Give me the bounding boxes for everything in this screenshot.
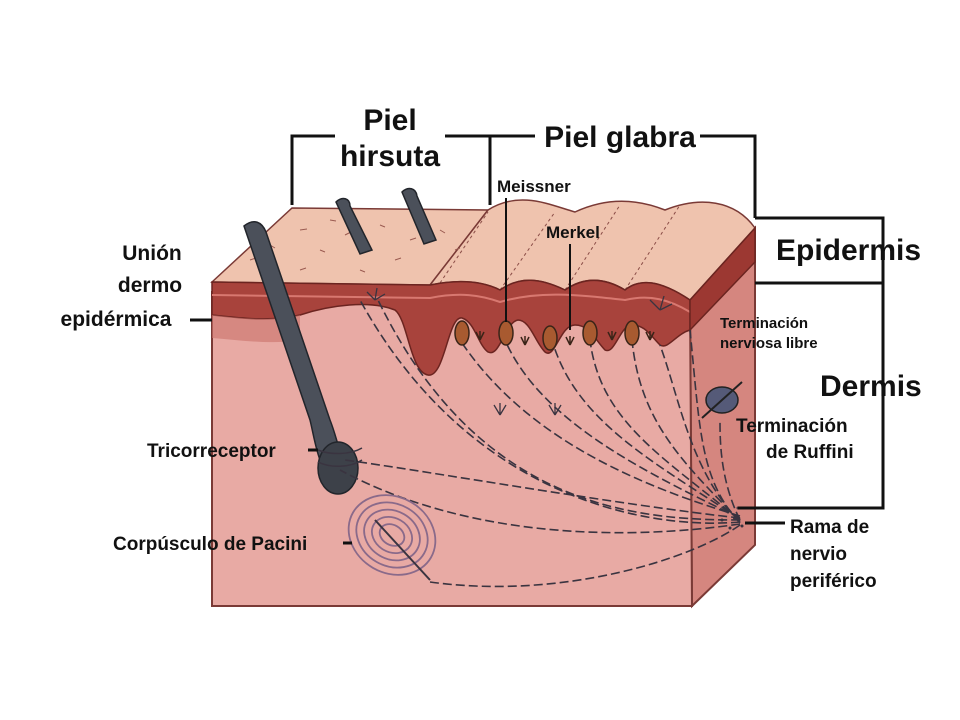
meissner-corpuscle-2 (498, 320, 514, 346)
merkel-cells (475, 331, 655, 346)
label-meissner: Meissner (497, 177, 571, 196)
label-rama-line3: periférico (790, 571, 877, 592)
label-rama-line2: nervio (790, 544, 847, 565)
hair-bulb (317, 441, 359, 495)
meissner-corpuscle-1 (454, 320, 470, 346)
brackets (190, 134, 885, 545)
bracket-dermis (738, 283, 885, 510)
ridge-line-2 (564, 204, 621, 291)
label-epidermis: Epidermis (776, 234, 921, 267)
hair-follicle-receptor (317, 447, 363, 467)
label-pacini: Corpúsculo de Pacini (113, 534, 307, 555)
label-terminacion-libre-line2: nerviosa libre (720, 335, 818, 352)
label-merkel: Merkel (546, 223, 600, 242)
label-terminacion-libre-line1: Terminación (720, 315, 808, 332)
epidermis-side-band (689, 226, 756, 332)
skin-block (210, 199, 756, 609)
pacinian-corpuscle (347, 494, 437, 581)
label-rama-line1: Rama de (790, 517, 869, 538)
epidermis-strata-line (211, 293, 691, 313)
label-piel-hirsuta-line2: hirsuta (340, 140, 440, 173)
ridge-line-4 (439, 211, 489, 284)
label-union-line2: dermo (118, 274, 182, 297)
label-piel-hirsuta-line1: Piel (363, 104, 416, 137)
label-terminacion-ruffini-line2: de Ruffini (766, 442, 854, 463)
label-tricorreceptor: Tricorreceptor (147, 441, 276, 462)
label-piel-glabra: Piel glabra (544, 121, 696, 154)
ridge-line-3 (624, 204, 681, 291)
hair-short-2 (401, 187, 438, 245)
label-terminacion-ruffini-line1: Terminación (736, 416, 848, 437)
hairy-surface-texture (249, 219, 461, 279)
hairs (243, 187, 438, 495)
hair-short-1 (335, 197, 374, 255)
meissner-corpuscles (454, 320, 640, 351)
bracket-epidermis (755, 216, 885, 285)
labels: Piel hirsuta Piel glabra Meissner Merkel… (61, 104, 922, 592)
nerve-fibers (339, 299, 741, 588)
ruffini-ending (701, 381, 743, 419)
label-dermis: Dermis (820, 370, 922, 403)
free-nerve-endings (366, 287, 673, 416)
nerve-bundle (720, 506, 744, 530)
label-union-line3: epidérmica (61, 308, 172, 331)
meissner-corpuscle-3 (542, 325, 558, 351)
label-union-line1: Unión (122, 242, 181, 265)
meissner-corpuscle-5 (624, 320, 640, 346)
meissner-corpuscle-4 (582, 320, 598, 346)
ridge-line-1 (499, 211, 556, 291)
bracket-piel-glabra (490, 134, 757, 218)
